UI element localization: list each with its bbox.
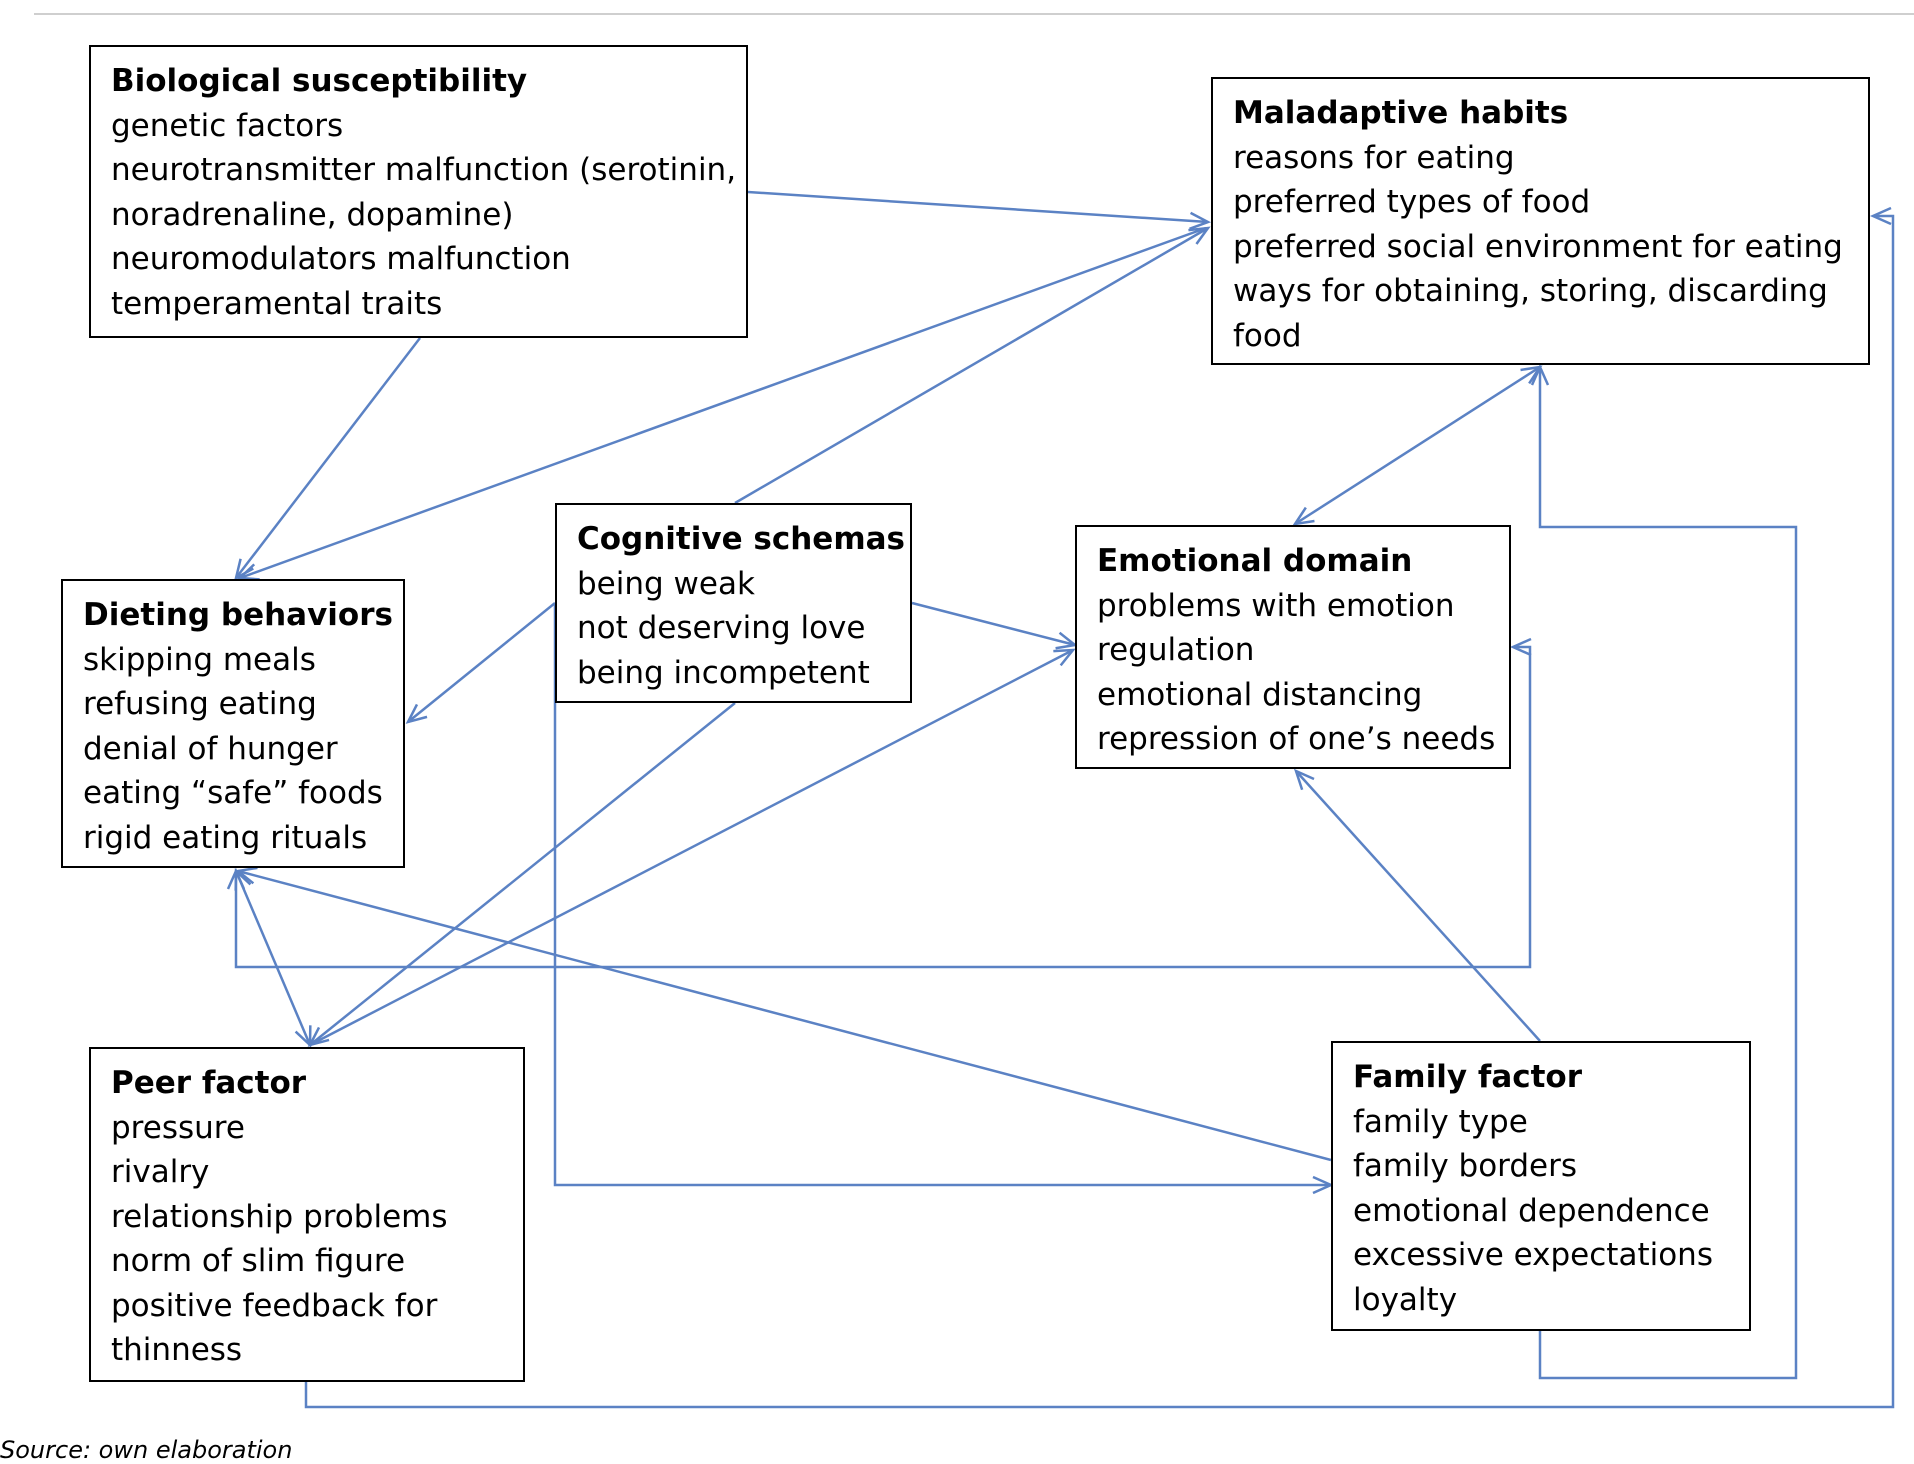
emotional-item: emotional distancing (1097, 676, 1423, 713)
dieting-title: Dieting behaviors (83, 597, 393, 633)
connector-family-to-maladaptive (1538, 367, 1798, 1380)
maladaptive-item: preferred social environment for eating (1233, 228, 1843, 265)
biological-item: noradrenaline, dopamine) (111, 196, 514, 233)
cognitive-item: being incompetent (577, 654, 870, 691)
connector-cognitive-to-emotional (911, 601, 1076, 647)
connector-maladaptive-to-emotional (1294, 365, 1541, 526)
arrowhead (235, 866, 258, 885)
connector-family-to-emotional (1295, 770, 1541, 1042)
dieting-item: rigid eating rituals (83, 819, 368, 856)
emotional-item: regulation (1097, 632, 1255, 668)
connector-peer-to-maladaptive (304, 214, 1895, 1409)
family-title: Family factor (1353, 1059, 1583, 1095)
connector-biological-to-dieting (235, 337, 421, 579)
arrowhead (1292, 506, 1315, 526)
box-cognitive-schemas: Cognitive schemas being weak not deserving… (555, 503, 912, 703)
connector-cognitive-to-family (553, 603, 1331, 1187)
peer-item: thinness (111, 1332, 243, 1368)
biological-item: genetic factors (111, 107, 344, 144)
cognitive-title: Cognitive schemas (577, 521, 905, 557)
box-emotional-domain: Emotional domain problems with emotion reg… (1075, 525, 1511, 769)
dieting-item: refusing eating (83, 686, 317, 722)
arrowhead (405, 703, 428, 724)
maladaptive-title: Maladaptive habits (1233, 95, 1569, 131)
arrowhead (1188, 226, 1211, 245)
peer-item: pressure (111, 1109, 245, 1146)
maladaptive-item: preferred types of food (1233, 184, 1591, 220)
family-item: loyalty (1353, 1281, 1458, 1318)
arrowhead (1053, 648, 1076, 667)
family-item: family borders (1353, 1148, 1578, 1184)
peer-title: Peer factor (111, 1065, 307, 1101)
family-item: family type (1353, 1103, 1528, 1140)
connector-cognitive-to-dieting (407, 602, 556, 723)
connector-dieting-to-emotional (234, 645, 1532, 969)
source-caption: Source: own elaboration (0, 1436, 293, 1464)
maladaptive-item: food (1233, 317, 1302, 354)
box-family-factor: Family factor family type family borders em… (1331, 1041, 1751, 1331)
connector-peer-to-dieting (234, 870, 312, 1046)
box-peer-factor: Peer factor pressure rivalry relationship p… (89, 1047, 525, 1382)
connector-family-to-dieting (237, 869, 1332, 1162)
biological-title: Biological susceptibility (111, 63, 528, 99)
arrowhead (1509, 637, 1532, 657)
dieting-item: skipping meals (83, 641, 316, 678)
top-rule (34, 13, 1914, 15)
emotional-item: problems with emotion (1097, 587, 1455, 624)
dieting-item: denial of hunger (83, 730, 338, 767)
cognitive-item: being weak (577, 565, 755, 602)
peer-item: norm of slim figure (111, 1243, 406, 1279)
peer-item: positive feedback for (111, 1287, 438, 1324)
connector-biological-to-maladaptive (747, 190, 1209, 224)
biological-item: temperamental traits (111, 285, 443, 322)
arrowhead (1189, 211, 1212, 230)
connector-cognitive-to-maladaptive (734, 226, 1209, 505)
arrowhead (1869, 206, 1892, 226)
peer-item: rivalry (111, 1154, 210, 1190)
arrowhead (1530, 363, 1550, 386)
arrowhead (294, 1025, 312, 1048)
family-item: excessive expectations (1353, 1237, 1713, 1273)
connector-maladaptive-to-dieting (239, 226, 1207, 580)
maladaptive-item: ways for obtaining, storing, discarding (1233, 273, 1828, 309)
biological-item: neuromodulators malfunction (111, 241, 571, 277)
box-dieting-behaviors: Dieting behaviors skipping meals refusing … (61, 579, 405, 868)
emotional-title: Emotional domain (1097, 543, 1413, 579)
emotional-item: repression of one’s needs (1097, 721, 1496, 757)
box-maladaptive-habits: Maladaptive habits reasons for eating pref… (1211, 77, 1870, 365)
connector-arrows (226, 190, 1895, 1409)
dieting-item: eating “safe” foods (83, 775, 383, 811)
arrowhead (1293, 768, 1315, 791)
cognitive-item: not deserving love (577, 610, 866, 646)
connector-peer-to-emotional (309, 648, 1074, 1047)
maladaptive-item: reasons for eating (1233, 139, 1515, 176)
arrowhead (226, 867, 246, 890)
arrowhead (237, 563, 260, 581)
box-biological-susceptibility: Biological susceptibility genetic factors… (89, 45, 748, 338)
connector-cognitive-to-peer (309, 702, 736, 1046)
family-item: emotional dependence (1353, 1192, 1710, 1229)
peer-item: relationship problems (111, 1198, 448, 1235)
biological-item: neurotransmitter malfunction (serotinin, (111, 152, 737, 188)
